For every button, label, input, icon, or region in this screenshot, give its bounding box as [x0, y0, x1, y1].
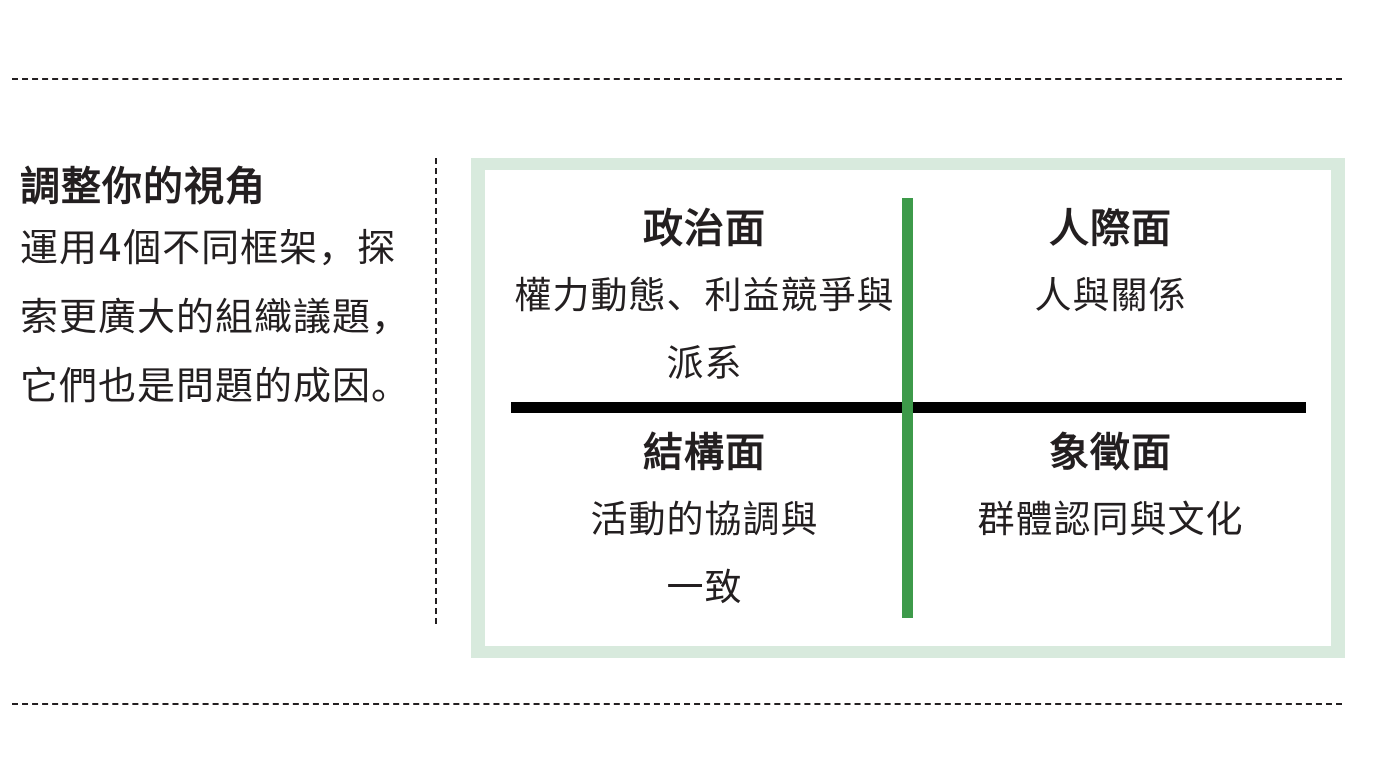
- sidebar-title: 調整你的視角: [20, 164, 266, 210]
- sidebar-body: 運用4個不同框架，探索更廣大的組織議題，它們也是問題的成因。: [20, 226, 411, 408]
- quadrant-structural-desc: 活動的協調與一致: [590, 498, 819, 609]
- quadrant-structural-title: 結構面: [643, 430, 766, 476]
- quadrant-political-title: 政治面: [643, 206, 766, 252]
- quadrant-symbolic-desc: 群體認同與文化: [977, 498, 1244, 541]
- vertical-dashed-divider: [435, 158, 437, 624]
- quadrant-structural: 結構面 活動的協調與一致: [512, 430, 897, 622]
- quadrant-symbolic: 象徵面 群體認同與文化: [918, 430, 1303, 554]
- quadrant-political-desc: 權力動態、利益競爭與派系: [514, 274, 895, 385]
- quadrant-human-desc: 人與關係: [1034, 274, 1187, 317]
- vertical-axis: [902, 198, 913, 618]
- sidebar-intro: 調整你的視角 運用4個不同框架，探索更廣大的組織議題，它們也是問題的成因。: [20, 160, 420, 421]
- quadrant-symbolic-title: 象徵面: [1049, 430, 1172, 476]
- quadrant-human-title: 人際面: [1049, 206, 1172, 252]
- top-dashed-rule: [12, 78, 1342, 80]
- quadrant-political: 政治面 權力動態、利益競爭與派系: [512, 206, 897, 398]
- bottom-dashed-rule: [12, 703, 1342, 705]
- quadrant-human: 人際面 人與關係: [918, 206, 1303, 330]
